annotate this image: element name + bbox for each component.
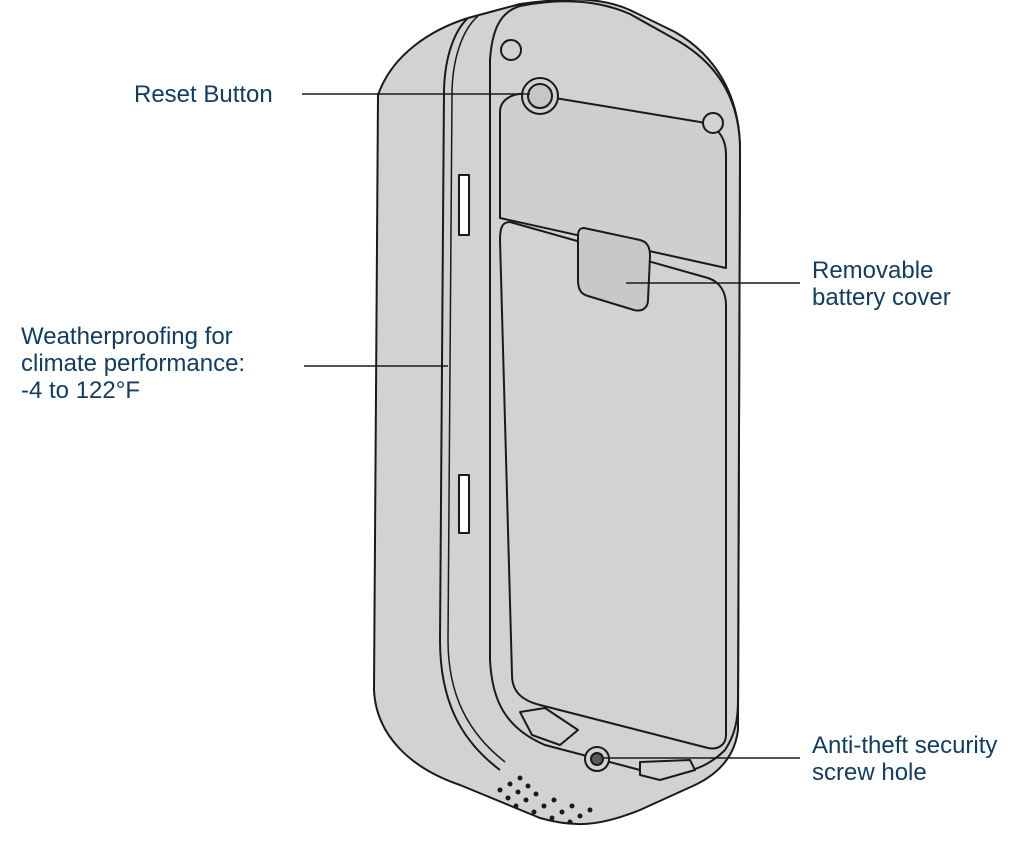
side-seam	[439, 17, 501, 771]
label-weather-line3: -4 to 122°F	[21, 377, 140, 404]
battery-cover	[499, 221, 727, 750]
label-weatherproofing: Weatherproofing for climate performance:…	[21, 323, 245, 404]
label-weather-line1: Weatherproofing for	[21, 323, 233, 350]
bottom-tab-left	[519, 707, 579, 746]
label-battery-line2: battery cover	[812, 284, 951, 311]
bottom-tab-right	[639, 759, 696, 781]
label-reset-button: Reset Button	[134, 81, 273, 108]
label-battery-cover: Removable battery cover	[812, 257, 951, 311]
label-weather-line2: climate performance:	[21, 350, 246, 377]
label-security-screw: Anti-theft security screw hole	[812, 732, 997, 786]
battery-latch	[577, 227, 651, 312]
label-screw-line1: Anti-theft security	[812, 732, 998, 759]
label-screw-line2: screw hole	[812, 759, 927, 786]
side-seam-inner	[447, 15, 506, 763]
speaker-grille	[497, 775, 593, 825]
label-battery-line1: Removable	[812, 257, 934, 284]
label-reset-line1: Reset Button	[134, 81, 273, 108]
